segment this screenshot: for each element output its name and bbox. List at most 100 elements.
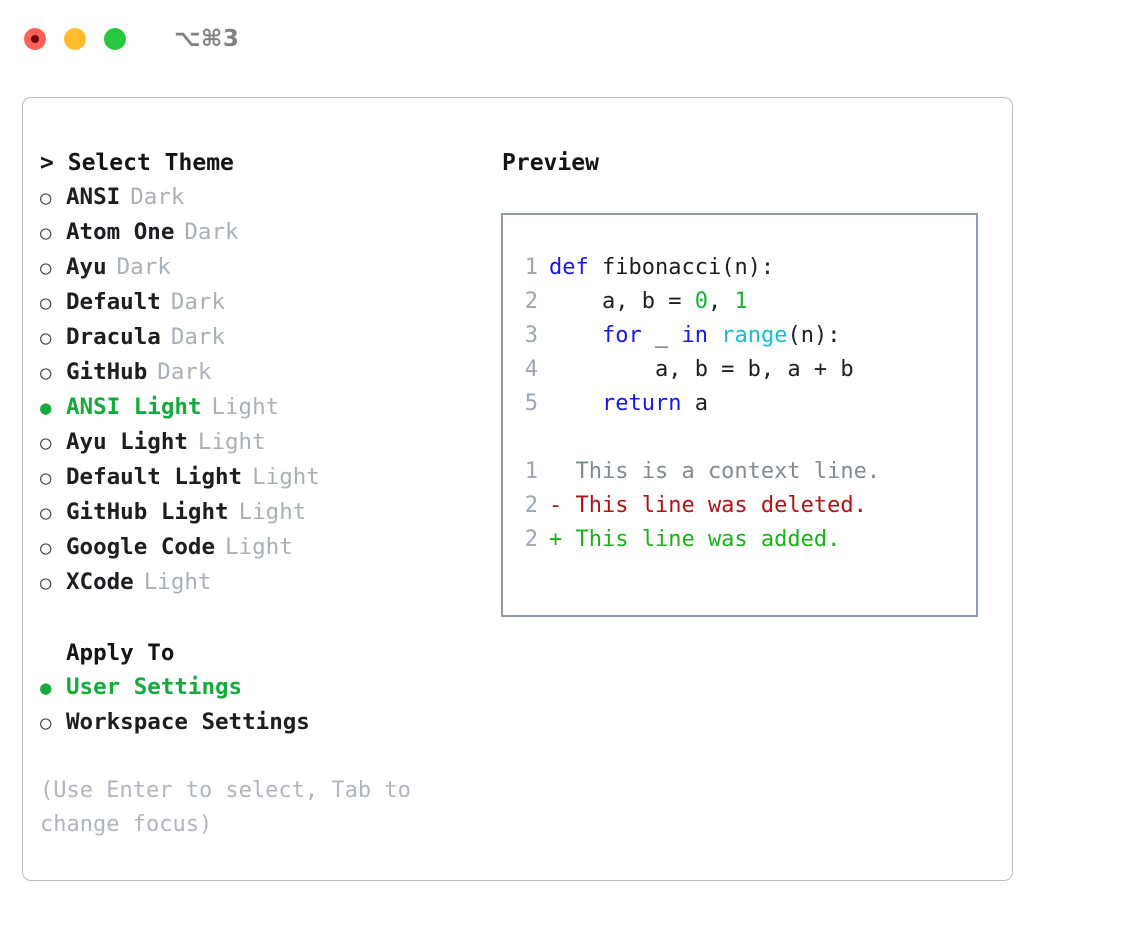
code-line-content: a, b = 0, 1 — [549, 285, 748, 319]
select-theme-heading: > Select Theme — [40, 146, 501, 180]
code-token: in — [681, 323, 708, 348]
theme-option-default-light[interactable]: ○ Default Light Light — [40, 460, 501, 495]
keyboard-hint-text: (Use Enter to select, Tab to change focu… — [40, 778, 425, 837]
diff-sample: 1 This is a context line. 2 - This line wa… — [503, 455, 976, 557]
theme-option-tag: Dark — [157, 359, 212, 385]
code-token: 0 — [694, 289, 708, 314]
code-line-content: return a — [549, 387, 708, 421]
titlebar: ⌥⌘3 — [0, 0, 1140, 78]
radio-unselected-icon: ○ — [40, 502, 52, 524]
apply-to-option-workspace-settings[interactable]: ○Workspace Settings — [40, 705, 501, 740]
line-number: 5 — [524, 391, 538, 416]
theme-option-github[interactable]: ○ GitHub Dark — [40, 355, 501, 390]
theme-option-tag: Dark — [130, 184, 185, 210]
code-token: return — [601, 391, 682, 416]
radio-unselected-icon: ○ — [40, 432, 52, 454]
theme-option-label: Default — [66, 289, 161, 315]
line-number: 4 — [524, 357, 538, 382]
theme-option-label: Atom One — [66, 219, 175, 245]
code-token: 1 — [734, 289, 748, 314]
theme-option-tag: Light — [225, 534, 293, 560]
code-token: def — [549, 255, 589, 280]
radio-unselected-icon: ○ — [40, 187, 52, 209]
code-token: a — [681, 391, 708, 416]
preview-heading: Preview — [502, 150, 599, 176]
radio-unselected-icon: ○ — [40, 572, 52, 594]
diff-line-number: 2 — [524, 527, 538, 552]
radio-unselected-icon: ○ — [40, 467, 52, 489]
line-number: 3 — [524, 323, 538, 348]
diff-line: 2+ This line was added. — [503, 523, 976, 557]
theme-option-label: ANSI Light — [66, 394, 202, 420]
section-spacer — [40, 600, 501, 636]
code-token — [708, 323, 721, 348]
radio-selected-icon: ● — [40, 677, 52, 699]
theme-option-label: Default Light — [66, 464, 243, 490]
apply-to-option-user-settings[interactable]: ● User Settings — [40, 670, 501, 705]
theme-option-tag: Light — [252, 464, 320, 490]
theme-option-atom-one[interactable]: ○ Atom One Dark — [40, 215, 501, 250]
radio-unselected-icon: ○ — [40, 362, 52, 384]
theme-option-tag: Light — [197, 429, 266, 455]
code-token — [549, 323, 602, 348]
select-theme-heading-label: Select Theme — [67, 150, 234, 176]
radio-unselected-icon: ○ — [40, 222, 52, 244]
theme-option-default[interactable]: ○ Default Dark — [40, 285, 501, 320]
code-token: range — [721, 323, 788, 348]
theme-option-label: Dracula — [66, 324, 161, 350]
theme-option-label: Ayu Light — [66, 429, 188, 455]
code-spacer — [503, 421, 976, 455]
code-token: (n): — [787, 323, 841, 348]
code-line: 5 return a — [503, 387, 976, 421]
minimize-window-button[interactable] — [64, 28, 86, 50]
theme-option-tag: Light — [143, 569, 212, 595]
code-token: for — [601, 323, 642, 348]
diff-line-content: - This line was deleted. — [549, 493, 867, 518]
traffic-light-group — [24, 28, 126, 50]
theme-option-ayu-light[interactable]: ○ Ayu Light Light — [40, 425, 501, 460]
code-token: fibonacci(n): — [588, 255, 775, 280]
code-token: a, b = b, a + b — [549, 357, 854, 382]
radio-unselected-icon: ○ — [40, 257, 52, 279]
theme-option-tag: Light — [238, 499, 307, 525]
code-line: 1 def fibonacci(n): — [503, 251, 976, 285]
code-line-content: a, b = b, a + b — [549, 353, 854, 387]
diff-line-content: This is a context line. — [549, 459, 881, 484]
diff-line-number: 2 — [524, 493, 538, 518]
diff-line-number: 1 — [524, 459, 538, 484]
theme-option-tag: Dark — [170, 289, 226, 315]
diff-line: 1 This is a context line. — [503, 455, 976, 489]
theme-option-label: GitHub — [66, 359, 148, 385]
theme-option-xcode[interactable]: ○ XCode Light — [40, 565, 501, 600]
theme-option-label: XCode — [66, 569, 134, 595]
theme-option-label: GitHub Light — [66, 499, 229, 525]
line-number: 1 — [524, 255, 538, 280]
theme-option-label: ANSI — [66, 184, 121, 210]
apply-to-heading: Apply To — [66, 640, 175, 666]
diff-line: 2 - This line was deleted. — [503, 489, 976, 523]
apply-to-option-label: User Settings — [66, 674, 243, 700]
code-token: a, b = — [549, 289, 695, 314]
theme-option-github-light[interactable]: ○ GitHub Light Light — [40, 495, 501, 530]
theme-option-tag: Light — [211, 394, 280, 420]
code-line: 3 for _ in range(n): — [503, 319, 976, 353]
line-number: 2 — [524, 289, 538, 314]
close-window-button[interactable] — [24, 28, 46, 50]
maximize-window-button[interactable] — [104, 28, 126, 50]
apply-to-option-label: Workspace Settings — [66, 709, 310, 735]
theme-option-tag: Dark — [116, 254, 171, 280]
theme-option-tag: Dark — [184, 219, 239, 245]
radio-unselected-icon: ○ — [40, 292, 52, 314]
theme-option-ansi[interactable]: ○ ANSI Dark — [40, 180, 501, 215]
keyboard-shortcut-label: ⌥⌘3 — [174, 26, 240, 52]
